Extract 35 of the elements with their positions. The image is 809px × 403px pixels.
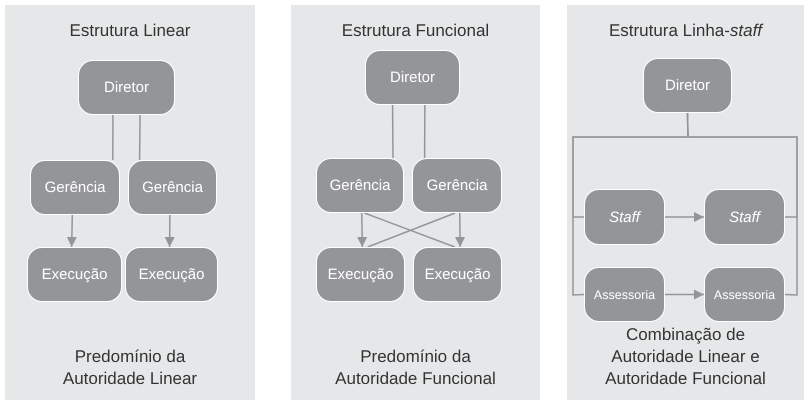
connector-line (112, 115, 114, 160)
rounded-box: Staff (704, 189, 785, 245)
arrow (357, 212, 368, 248)
panel-caption: Combinação de Autoridade Linear e Autoridade Funcional (604, 324, 767, 390)
connector-line (392, 105, 394, 158)
rounded-box: Execução (125, 247, 218, 302)
arrow (665, 290, 704, 300)
arrow (665, 212, 704, 222)
rounded-box: Execução (316, 247, 405, 302)
panel (5, 5, 255, 400)
rounded-box: Assessoria (704, 267, 785, 322)
connector-line (424, 105, 426, 158)
arrow (164, 215, 175, 247)
panel (567, 5, 804, 400)
arrow (66, 214, 77, 248)
panel-caption: Predomínio da Autoridade Funcional (334, 346, 497, 390)
rounded-box: Staff (584, 189, 665, 245)
panel-title: Estrutura Linear (68, 21, 192, 41)
rounded-box: Execução (413, 247, 502, 302)
rounded-box: Diretor (78, 60, 175, 115)
rounded-box: Assessoria (584, 267, 665, 322)
rounded-box: Gerência (128, 160, 217, 215)
rounded-box: Gerência (412, 158, 502, 213)
rounded-box: Execução (27, 247, 122, 302)
connector-line (138, 115, 141, 160)
rounded-box: Gerência (30, 160, 120, 215)
rounded-box: Diretor (643, 58, 732, 113)
panel-title: Estrutura Linha-staff (608, 21, 764, 41)
rounded-box: Diretor (365, 50, 460, 105)
rounded-box: Gerência (316, 158, 404, 213)
connector-line (686, 112, 798, 296)
arrow (455, 212, 466, 248)
panel-caption: Predomínio da Autoridade Linear (62, 346, 198, 390)
panel (291, 5, 540, 400)
panel-title: Estrutura Funcional (340, 21, 490, 41)
